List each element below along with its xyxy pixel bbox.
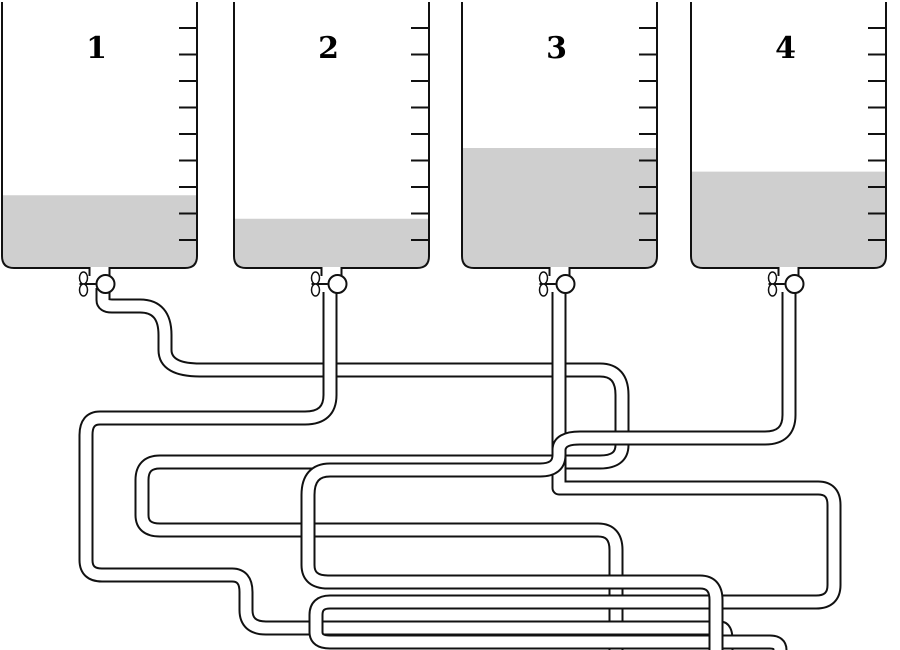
tank-label: 1 xyxy=(86,31,107,66)
pipe-tank-4 xyxy=(300,292,797,650)
valve-4[interactable] xyxy=(767,271,805,297)
tank-3: 3 xyxy=(461,2,658,297)
tank-2: 2 xyxy=(233,2,430,297)
liquid-level xyxy=(463,148,656,267)
pipe-tank-3 xyxy=(308,292,842,650)
valve-body-icon[interactable] xyxy=(327,274,348,294)
tank-outline xyxy=(233,2,430,276)
valve-handle-icon[interactable] xyxy=(538,271,549,285)
valve-handle-icon[interactable] xyxy=(767,271,778,285)
valve-3[interactable] xyxy=(538,271,576,297)
valve-body-icon[interactable] xyxy=(95,274,116,294)
valve-2[interactable] xyxy=(310,271,348,297)
valve-body-icon[interactable] xyxy=(784,274,805,294)
liquid-level xyxy=(235,218,428,267)
valve-body-icon[interactable] xyxy=(555,274,576,294)
tank-outline xyxy=(461,2,658,276)
valve-handle-icon[interactable] xyxy=(78,271,89,285)
valve-handle-icon[interactable] xyxy=(310,283,321,297)
liquid-level xyxy=(692,171,885,267)
pipe-tank-1 xyxy=(95,288,630,650)
valve-handle-icon[interactable] xyxy=(538,283,549,297)
tank-outline xyxy=(690,2,887,276)
tank-label: 4 xyxy=(775,31,796,66)
liquid-level xyxy=(3,195,196,267)
valve-1[interactable] xyxy=(78,271,116,297)
valve-handle-icon[interactable] xyxy=(78,283,89,297)
valve-handle-icon[interactable] xyxy=(767,283,778,297)
tank-label: 3 xyxy=(546,31,567,66)
pipe-network xyxy=(78,288,842,650)
tank-outline xyxy=(1,2,198,276)
valve-handle-icon[interactable] xyxy=(310,271,321,285)
tank-label: 2 xyxy=(318,31,339,66)
tank-4: 4 xyxy=(690,2,887,297)
pipe-tank-2 xyxy=(78,292,734,650)
tank-1: 1 xyxy=(1,2,198,297)
